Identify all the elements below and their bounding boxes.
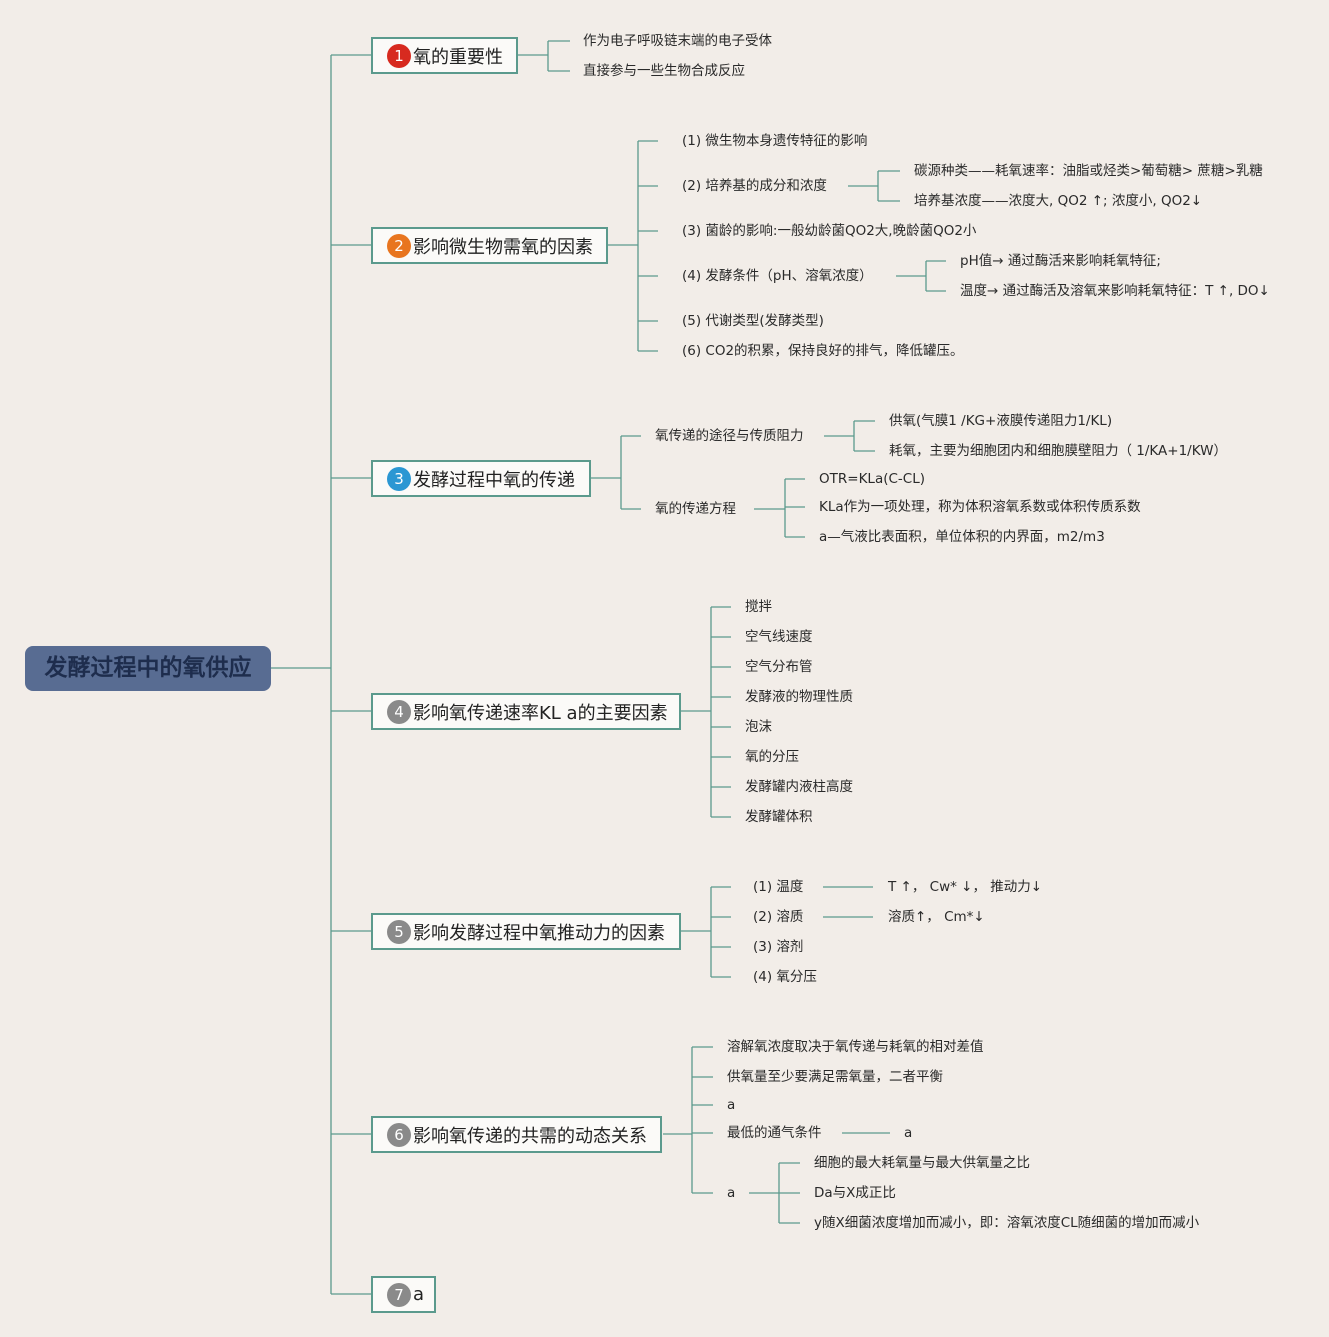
factor-item[interactable]: (2) 溶质: [753, 909, 804, 925]
number-badge-icon: 6: [387, 1122, 411, 1147]
factor-item[interactable]: (1) 微生物本身遗传特征的影响: [682, 133, 868, 149]
relation-item[interactable]: a: [727, 1185, 736, 1201]
relation-item[interactable]: 最低的通气条件: [727, 1125, 822, 1141]
sub-leaf[interactable]: a: [904, 1125, 913, 1141]
factor-item[interactable]: 发酵液的物理性质: [745, 689, 853, 705]
factor-item[interactable]: 泡沫: [745, 719, 772, 735]
sub-leaf[interactable]: y随X细菌浓度增加而减小，即：溶氧浓度CL随细菌的增加而减小: [814, 1215, 1200, 1231]
factor-item[interactable]: (4) 发酵条件（pH、溶氧浓度）: [682, 268, 873, 284]
topic-label: 影响氧传递的共需的动态关系: [413, 1125, 647, 1147]
factor-item[interactable]: (6) CO2的积累，保持良好的排气，降低罐压。: [682, 343, 964, 359]
sub-leaf[interactable]: Da与X成正比: [814, 1185, 896, 1201]
sub-leaf[interactable]: 供氧(气膜1 /KG+液膜传递阻力1/KL): [889, 413, 1113, 429]
sub-leaf[interactable]: 培养基浓度——浓度大, QO2 ↑; 浓度小, QO2↓: [914, 193, 1203, 209]
factor-item[interactable]: 空气线速度: [745, 629, 813, 645]
factor-item[interactable]: (5) 代谢类型(发酵类型): [682, 313, 824, 329]
factor-item[interactable]: (2) 培养基的成分和浓度: [682, 178, 827, 194]
topic-label: 氧的重要性: [413, 46, 503, 68]
topic-label: 影响发酵过程中氧推动力的因素: [413, 922, 665, 944]
number-badge-icon: 4: [387, 699, 411, 724]
factor-item[interactable]: (4) 氧分压: [753, 969, 817, 985]
topic-label: 发酵过程中氧的传递: [413, 469, 575, 491]
topic-label: 影响微生物需氧的因素: [413, 236, 593, 258]
factor-item[interactable]: 发酵罐内液柱高度: [745, 779, 853, 795]
sub-leaf[interactable]: 溶质↑， Cm*↓: [888, 909, 985, 925]
factor-item[interactable]: 发酵罐体积: [745, 809, 813, 825]
sub-leaf[interactable]: OTR=KLa(C-CL): [819, 471, 925, 487]
leaf[interactable]: 作为电子呼吸链末端的电子受体: [583, 33, 772, 49]
relation-item[interactable]: 溶解氧浓度取决于氧传递与耗氧的相对差值: [727, 1039, 984, 1055]
branch-label[interactable]: 氧的传递方程: [655, 501, 736, 517]
relation-item[interactable]: a: [727, 1097, 736, 1113]
number-badge-icon: 3: [387, 466, 411, 491]
factor-item[interactable]: 氧的分压: [745, 749, 799, 765]
sub-leaf[interactable]: 碳源种类——耗氧速率：油脂或烃类>葡萄糖> 蔗糖>乳糖: [914, 163, 1263, 179]
number-badge-icon: 2: [387, 233, 411, 258]
number-badge-icon: 1: [387, 43, 411, 68]
sub-leaf[interactable]: 耗氧，主要为细胞团内和细胞膜壁阻力（ 1/KA+1/KW）: [889, 443, 1227, 459]
factor-item[interactable]: (3) 溶剂: [753, 939, 804, 955]
sub-leaf[interactable]: 细胞的最大耗氧量与最大供氧量之比: [814, 1155, 1030, 1171]
sub-leaf[interactable]: 温度→ 通过酶活及溶氧来影响耗氧特征：T ↑, DO↓: [960, 283, 1270, 299]
branch-label[interactable]: 氧传递的途径与传质阻力: [655, 428, 804, 444]
topic-label: 影响氧传递速率KL a的主要因素: [413, 702, 668, 724]
relation-item[interactable]: 供氧量至少要满足需氧量，二者平衡: [727, 1069, 943, 1085]
number-badge-icon: 5: [387, 919, 411, 944]
sub-leaf[interactable]: pH值→ 通过酶活来影响耗氧特征;: [960, 253, 1161, 269]
leaf[interactable]: 直接参与一些生物合成反应: [583, 63, 745, 79]
sub-leaf[interactable]: KLa作为一项处理，称为体积溶氧系数或体积传质系数: [819, 499, 1141, 515]
factor-item[interactable]: 空气分布管: [745, 659, 813, 675]
factor-item[interactable]: 搅拌: [745, 599, 772, 615]
factor-item[interactable]: (3) 菌龄的影响:一般幼龄菌QO2大,晚龄菌QO2小: [682, 223, 977, 239]
root-topic[interactable]: 发酵过程中的氧供应: [25, 646, 271, 691]
number-badge-icon: 7: [387, 1282, 411, 1307]
sub-leaf[interactable]: a—气液比表面积，单位体积的内界面，m2/m3: [819, 529, 1105, 545]
sub-leaf[interactable]: T ↑， Cw* ↓， 推动力↓: [888, 879, 1043, 895]
topic-label: a: [413, 1284, 425, 1305]
factor-item[interactable]: (1) 温度: [753, 879, 804, 895]
